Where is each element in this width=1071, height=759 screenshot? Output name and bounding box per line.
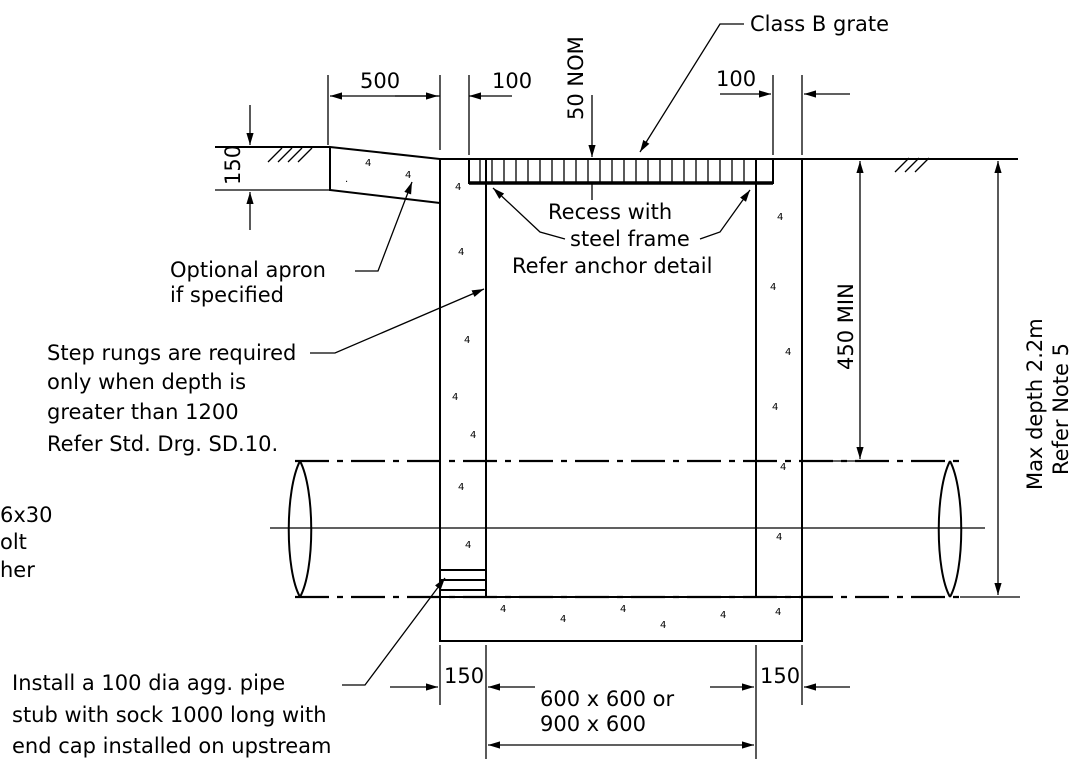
dim-150-bottom: 150 150 600 x 600 or 900 x 600 (390, 645, 850, 759)
dim-100-left: 100 (395, 69, 532, 155)
svg-text:4: 4 (465, 540, 471, 551)
svg-text:4: 4 (500, 604, 506, 615)
recess-line3: Refer anchor detail (512, 254, 712, 278)
svg-text:4: 4 (464, 335, 470, 346)
agg-line3: end cap installed on upstream (12, 734, 332, 758)
dim-450-min-text: 450 MIN (834, 283, 858, 370)
dim-max-depth: Max depth 2.2m Refer Note 5 (960, 161, 1071, 598)
svg-text:4: 4 (455, 182, 461, 193)
rungs-line4: Refer Std. Drg. SD.10. (47, 432, 278, 456)
max-depth-line2: Refer Note 5 (1049, 343, 1071, 475)
dim-50-nom: 50 NOM (564, 36, 596, 200)
max-depth-line1: Max depth 2.2m (1023, 318, 1047, 490)
step-rungs-note: Step rungs are required only when depth … (47, 288, 485, 456)
rungs-line1: Step rungs are required (47, 341, 296, 365)
svg-text:4: 4 (452, 392, 458, 403)
svg-text:4: 4 (470, 430, 476, 441)
svg-text:4: 4 (458, 482, 464, 493)
recess-line2: steel frame (570, 227, 690, 251)
step-rung-stubs (440, 569, 486, 591)
svg-text:4: 4 (777, 212, 783, 223)
dim-100-right: 100 (716, 67, 850, 155)
bolt-note: 6x30 olt her (0, 503, 53, 582)
agg-line1: Install a 100 dia agg. pipe (12, 671, 285, 695)
svg-text:4: 4 (365, 158, 371, 169)
dim-150-left-text: 150 (444, 664, 484, 688)
svg-text:4: 4 (775, 607, 781, 618)
dim-150-top-text: 150 (221, 145, 245, 185)
svg-text:4: 4 (458, 247, 464, 258)
svg-text:4: 4 (780, 462, 786, 473)
dim-100-right-text: 100 (716, 67, 756, 91)
dim-500-text: 500 (360, 69, 400, 93)
svg-text:4: 4 (785, 347, 791, 358)
svg-text:4: 4 (770, 282, 776, 293)
class-b-grate (468, 158, 774, 185)
leader-class-b-grate: Class B grate (639, 12, 889, 153)
rungs-line2: only when depth is (47, 370, 246, 394)
left-pit-wall: 4 4 4 4 4 4 4 (439, 158, 487, 598)
size-line2: 900 x 600 (540, 712, 646, 736)
dim-450-min: 450 MIN (802, 161, 880, 462)
svg-text:·: · (345, 177, 348, 188)
base-slab: 4 4 4 4 4 4 (439, 596, 803, 642)
agg-pipe-note: Install a 100 dia agg. pipe stub with so… (12, 577, 446, 758)
pipe (270, 459, 985, 599)
apron-line2: if specified (170, 283, 284, 307)
dim-150-top: 150 (215, 105, 330, 230)
recess-note: Recess with steel frame Refer anchor det… (492, 187, 751, 278)
svg-text:4: 4 (772, 402, 778, 413)
bolt-line3: her (0, 558, 35, 582)
svg-text:4: 4 (405, 170, 411, 181)
dim-50-nom-text: 50 NOM (564, 36, 588, 120)
agg-line2: stub with sock 1000 long with (12, 703, 327, 727)
apron-note: Optional apron if specified (170, 181, 413, 307)
label-class-b-grate: Class B grate (750, 12, 889, 36)
size-line1: 600 x 600 or (540, 687, 674, 711)
svg-text:4: 4 (560, 614, 566, 625)
svg-text:4: 4 (720, 610, 726, 621)
dim-500: 500 (327, 69, 441, 150)
optional-apron: 4 4 · (329, 145, 441, 205)
recess-line1: Recess with (548, 200, 672, 224)
svg-text:4: 4 (660, 620, 666, 631)
svg-text:4: 4 (776, 532, 782, 543)
svg-text:4: 4 (620, 604, 626, 615)
apron-line1: Optional apron (170, 258, 326, 282)
dim-150-right-text: 150 (760, 664, 800, 688)
bolt-line2: olt (0, 530, 27, 554)
bolt-line1: 6x30 (0, 503, 53, 527)
dim-100-left-text: 100 (492, 69, 532, 93)
rungs-line3: greater than 1200 (47, 400, 239, 424)
right-pit-wall: 4 4 4 4 4 4 (755, 158, 803, 598)
